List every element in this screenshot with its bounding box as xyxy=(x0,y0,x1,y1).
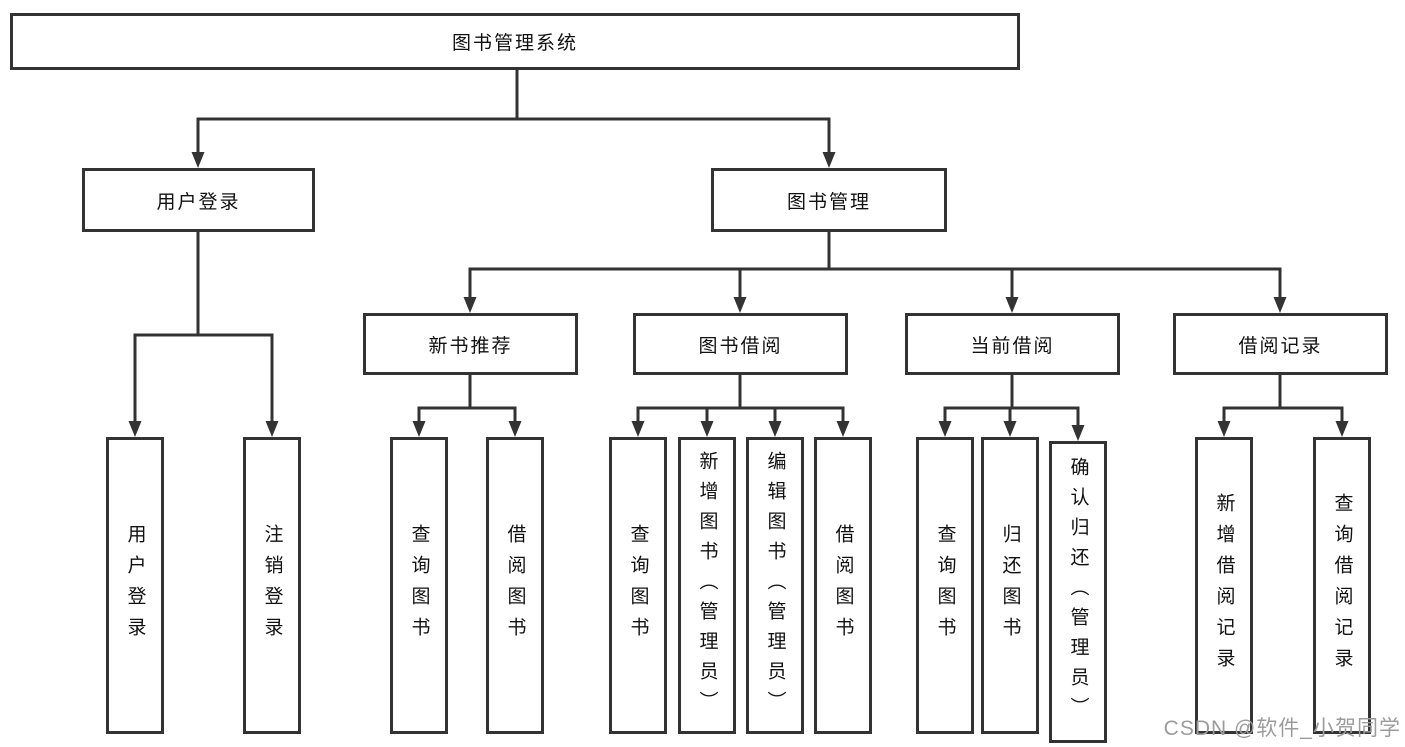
leaf-edit-book-admin: 编辑图书（管理员） xyxy=(746,437,804,734)
leaf-return-books-label: 归还图书 xyxy=(999,523,1021,648)
leaf-borrow-books-borrow: 借阅图书 xyxy=(814,437,872,734)
leaf-return-books: 归还图书 xyxy=(981,437,1039,734)
leaf-add-borrow-record-label: 新增借阅记录 xyxy=(1213,492,1235,679)
leaf-add-book-admin-label: 新增图书（管理员） xyxy=(696,450,718,721)
leaf-user-login-label: 用户登录 xyxy=(124,523,146,648)
node-new-book-recommend: 新书推荐 xyxy=(363,313,578,375)
node-current-borrow-label: 当前借阅 xyxy=(970,335,1055,357)
leaf-query-books-borrow-label: 查询图书 xyxy=(627,523,649,648)
connectors-root-to-level2 xyxy=(191,70,836,168)
node-root: 图书管理系统 xyxy=(10,13,1020,70)
leaf-logout-label: 注销登录 xyxy=(261,523,283,648)
connectors-book-borrow-subtree xyxy=(631,375,850,437)
node-book-borrow-label: 图书借阅 xyxy=(698,335,783,357)
leaf-query-books-current: 查询图书 xyxy=(916,437,974,734)
watermark: CSDN @软件_小贺同学 xyxy=(1163,717,1401,740)
leaf-add-book-admin: 新增图书（管理员） xyxy=(678,437,736,734)
node-book-borrow: 图书借阅 xyxy=(633,313,848,375)
leaf-query-books-recommend-label: 查询图书 xyxy=(408,523,430,648)
node-current-borrow: 当前借阅 xyxy=(905,313,1120,375)
node-book-management-label: 图书管理 xyxy=(786,191,871,213)
node-user-login-label: 用户登录 xyxy=(156,191,241,213)
leaf-query-borrow-record-label: 查询借阅记录 xyxy=(1331,492,1353,679)
leaf-edit-book-admin-label: 编辑图书（管理员） xyxy=(764,450,786,721)
connectors-borrow-records-subtree xyxy=(1217,375,1349,437)
connectors-new-book-recommend-subtree xyxy=(412,375,522,437)
leaf-query-books-borrow: 查询图书 xyxy=(609,437,667,734)
leaf-confirm-return-admin-label: 确认归还（管理员） xyxy=(1067,457,1089,727)
connectors-user-login-subtree xyxy=(128,232,279,437)
leaf-logout: 注销登录 xyxy=(243,437,301,734)
leaf-borrow-books-recommend: 借阅图书 xyxy=(486,437,544,734)
leaf-query-borrow-record: 查询借阅记录 xyxy=(1313,437,1371,734)
node-new-book-recommend-label: 新书推荐 xyxy=(428,335,513,357)
node-book-management: 图书管理 xyxy=(711,168,947,232)
leaf-user-login: 用户登录 xyxy=(106,437,164,734)
leaf-query-books-current-label: 查询图书 xyxy=(934,523,956,648)
node-root-label: 图书管理系统 xyxy=(451,33,578,54)
leaf-borrow-books-borrow-label: 借阅图书 xyxy=(832,523,854,648)
leaf-query-books-recommend: 查询图书 xyxy=(390,437,448,734)
node-user-login: 用户登录 xyxy=(82,168,315,232)
leaf-confirm-return-admin: 确认归还（管理员） xyxy=(1049,441,1107,743)
connectors-book-management-to-level3 xyxy=(463,232,1287,313)
leaf-add-borrow-record: 新增借阅记录 xyxy=(1195,437,1253,734)
node-borrow-records: 借阅记录 xyxy=(1173,313,1388,375)
leaf-borrow-books-recommend-label: 借阅图书 xyxy=(504,523,526,648)
node-borrow-records-label: 借阅记录 xyxy=(1238,335,1323,357)
connectors-current-borrow-subtree xyxy=(938,375,1085,441)
